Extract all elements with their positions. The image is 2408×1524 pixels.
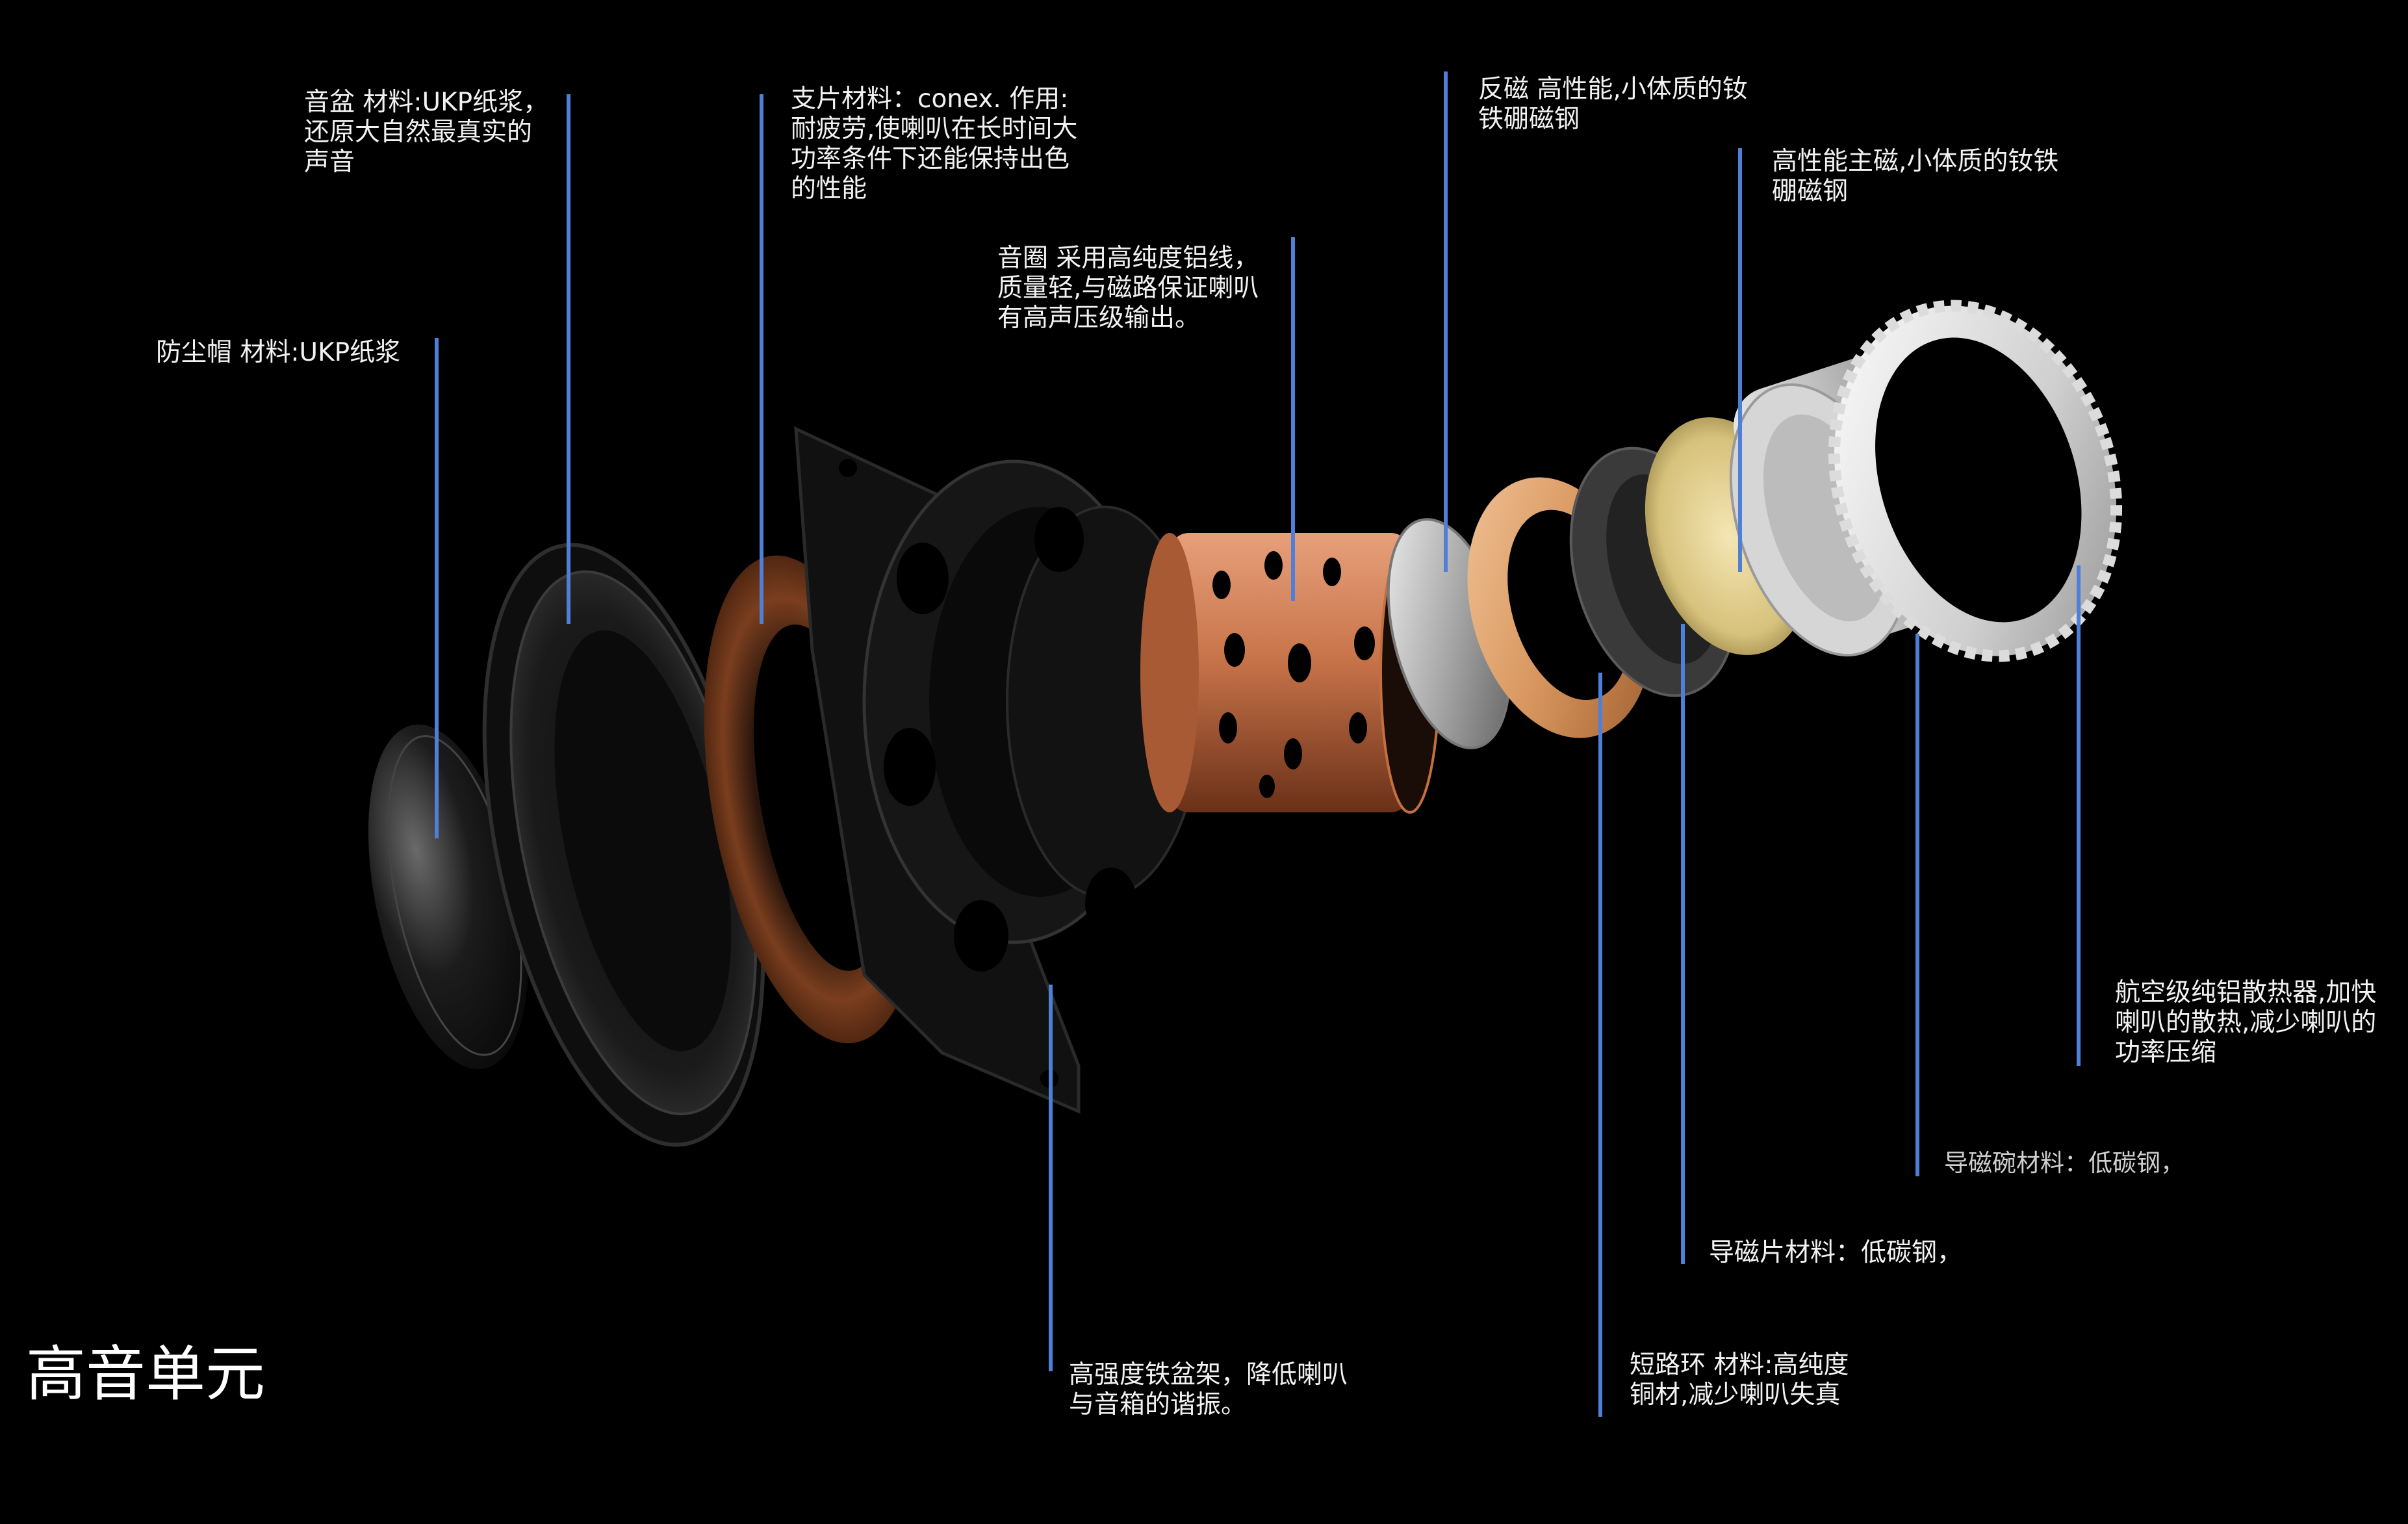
heatsink-part (1828, 300, 2123, 662)
label-cone: 音盆 材料:UKP纸浆， 还原大自然最真实的 声音 (304, 88, 549, 177)
label-shorting-ring: 短路环 材料:高纯度 铜材,减少喇叭失真 (1630, 1350, 1849, 1410)
label-main-magnet: 高性能主磁,小体质的钕铁 硼磁钢 (1772, 147, 2059, 206)
label-pole-cup: 导磁碗材料：低碳钢， (1944, 1149, 2184, 1177)
label-heatsink: 航空级纯铝散热器,加快 喇叭的散热,减少喇叭的 功率压缩 (2115, 978, 2377, 1067)
page-title: 高音单元 (26, 1339, 266, 1409)
label-voice-coil: 音圈 采用高纯度铝线， 质量轻,与磁路保证喇叭 有高声压级输出。 (997, 244, 1259, 333)
label-pole-plate: 导磁片材料：低碳钢， (1709, 1238, 1963, 1267)
label-frame: 高强度铁盆架，降低喇叭 与音箱的谐振。 (1069, 1360, 1348, 1419)
label-dust-cap: 防尘帽 材料:UKP纸浆 (156, 338, 401, 367)
label-reverse-magnet: 反磁 高性能,小体质的钕 铁硼磁钢 (1478, 75, 1748, 134)
leader-lines (435, 71, 2081, 1417)
label-spider: 支片材料：conex. 作用: 耐疲劳,使喇叭在长时间大 功率条件下还能保持出色… (791, 84, 1078, 203)
